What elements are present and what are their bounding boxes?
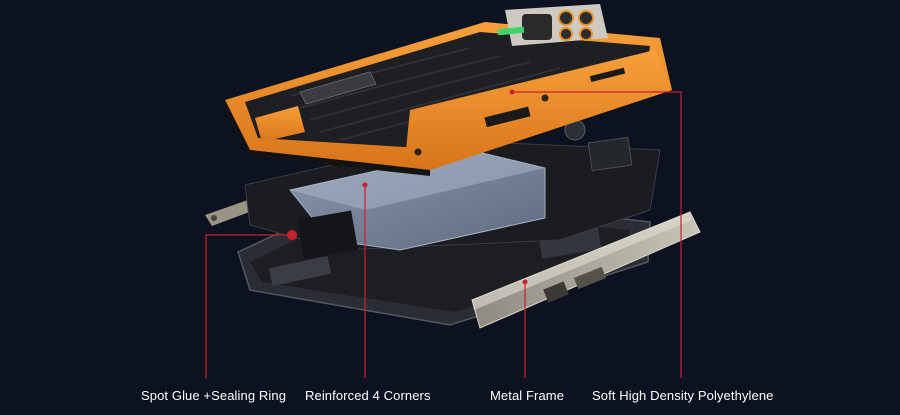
camera-module xyxy=(497,4,608,46)
callout-label-polyethylene: Soft High Density Polyethylene xyxy=(592,388,774,403)
callout-label-reinforced-corners: Reinforced 4 Corners xyxy=(305,388,431,403)
battery xyxy=(289,149,546,260)
side-metal-frame xyxy=(471,211,701,329)
callout-line-spot-glue xyxy=(205,234,292,378)
rugged-back-cover xyxy=(222,4,672,176)
callout-line-polyethylene xyxy=(512,91,682,378)
callout-lines xyxy=(205,91,682,378)
callout-label-spot-glue: Spot Glue +Sealing Ring xyxy=(141,388,287,403)
callout-label-metal-frame: Metal Frame xyxy=(490,388,565,403)
